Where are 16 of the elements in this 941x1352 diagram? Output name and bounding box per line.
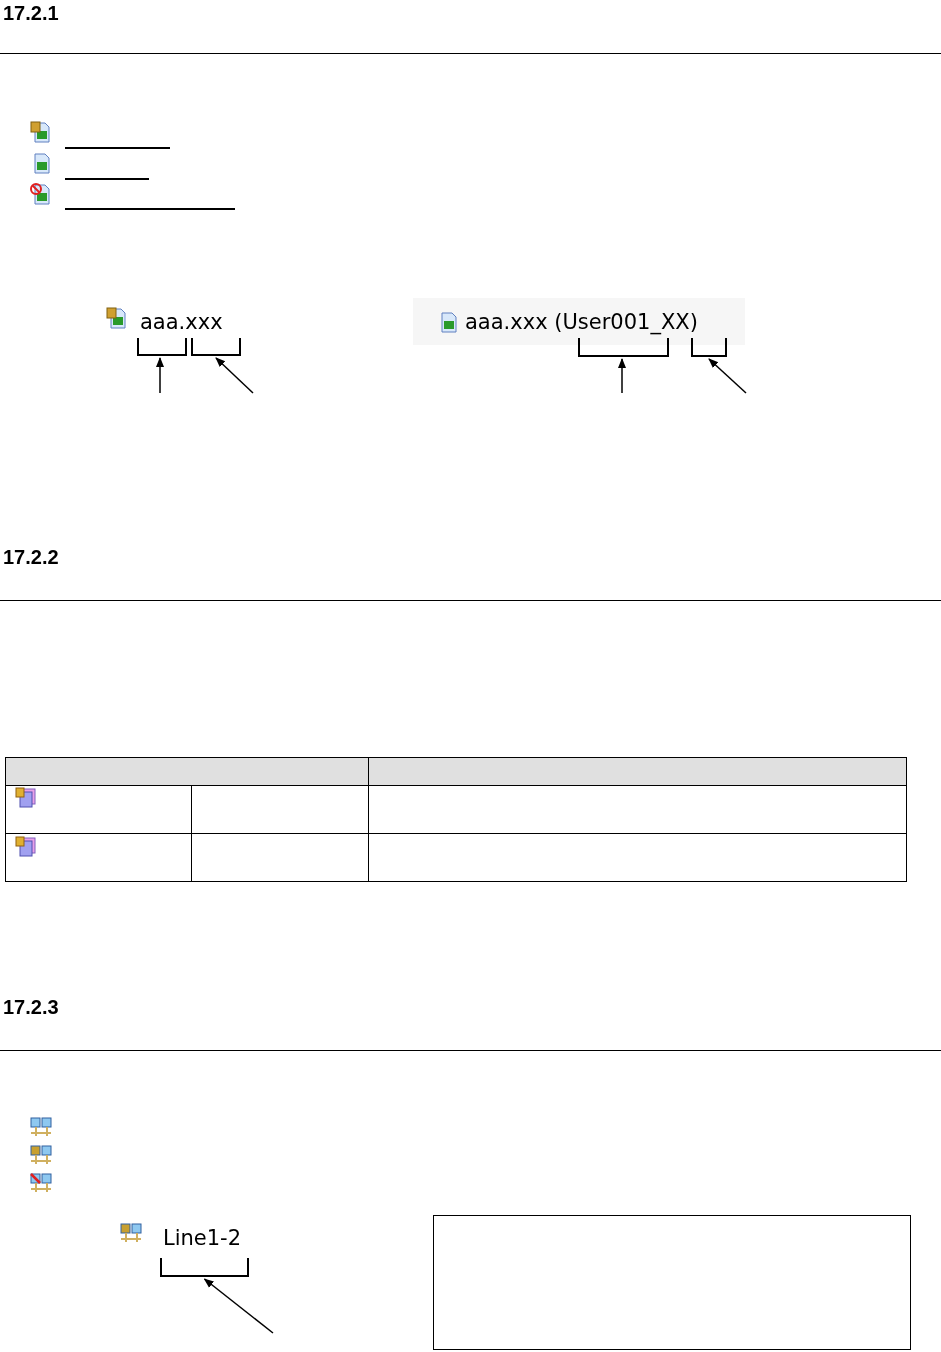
section-heading: 17.2.2 xyxy=(3,546,59,569)
bracket xyxy=(578,338,669,357)
bracket xyxy=(691,338,727,357)
bracket xyxy=(191,338,241,356)
section-heading: 17.2.3 xyxy=(3,996,59,1019)
arrow xyxy=(203,1278,274,1334)
arrow xyxy=(156,357,164,394)
note-box xyxy=(433,1215,911,1350)
arrow xyxy=(708,358,747,394)
bracket xyxy=(160,1258,249,1277)
file-name-label: Line1-2 xyxy=(163,1226,242,1250)
bracket xyxy=(137,338,187,356)
arrow xyxy=(215,357,254,394)
arrow xyxy=(618,358,626,394)
file-name-label: aaa.xxx xyxy=(140,310,223,334)
section-heading: 17.2.1 xyxy=(3,2,59,25)
